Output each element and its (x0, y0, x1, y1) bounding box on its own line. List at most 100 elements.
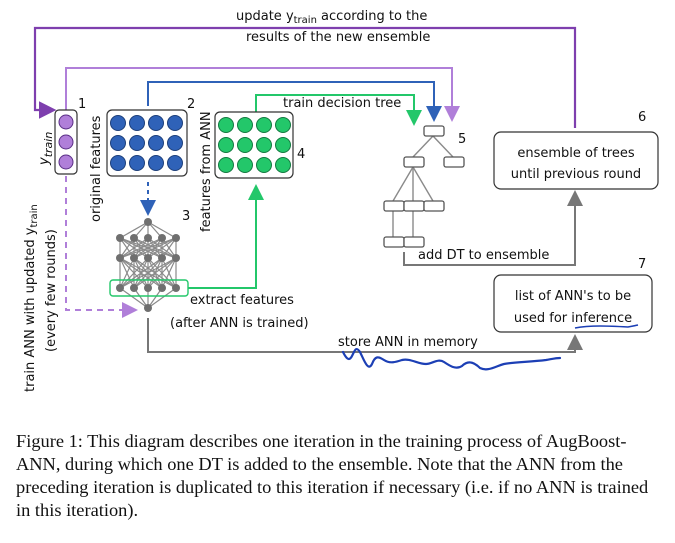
ann-connection (119, 221, 149, 239)
ann-neuron (172, 254, 180, 262)
original-features-grid (110, 115, 183, 171)
caption-text: Figure 1: This diagram describes one ite… (16, 431, 649, 520)
ann-connection (133, 257, 177, 289)
train-ann-sublabel: (every few rounds) (44, 229, 59, 352)
figure-caption: Figure 1: This diagram describes one ite… (16, 430, 666, 522)
ytrain-dot (58, 154, 74, 170)
ann-neuron (172, 284, 180, 292)
ann-feature-dot (275, 157, 291, 173)
ann-neuron (158, 284, 166, 292)
add-dt-label: add DT to ensemble (418, 248, 549, 263)
ann-connection (161, 237, 177, 259)
tree-node (403, 200, 425, 212)
store-ann-label: store ANN in memory (338, 335, 478, 350)
ensemble-box (493, 131, 659, 190)
ann-feature-dot (218, 157, 234, 173)
update-ytrain-arrow (33, 26, 577, 128)
add-dt-arrow (403, 190, 583, 266)
tree-node (383, 200, 405, 212)
ann-connection (119, 237, 163, 259)
features-from-ann-label: features from ANN (199, 111, 214, 232)
ann-neuron (144, 284, 152, 292)
ann-connection (133, 237, 177, 259)
extract-features-label: extract features (190, 293, 294, 308)
ann-feature-dot (275, 137, 291, 153)
feature-dot (110, 135, 126, 151)
ann-feature-dot (256, 117, 272, 133)
ann-feature-dot (237, 157, 253, 173)
tree-node (443, 156, 465, 168)
feature-dot (167, 135, 183, 151)
ann-connection (119, 257, 149, 289)
ann-neuron (130, 254, 138, 262)
neural-network (116, 218, 180, 312)
tree-node (423, 200, 445, 212)
ann-feature-dot (218, 117, 234, 133)
ann-list-box-line1: list of ANN's to be (515, 289, 631, 304)
update-ytrain-label-line2: results of the new ensemble (246, 30, 430, 45)
step-number-4: 4 (297, 147, 305, 162)
ann-features-matrix (214, 111, 294, 179)
ann-connection (119, 287, 149, 309)
train-tree-arrow (255, 94, 422, 126)
feature-dot (167, 115, 183, 131)
ann-connection (119, 257, 177, 289)
feature-dot (110, 155, 126, 171)
ensemble-box-line1: ensemble of trees (517, 146, 634, 161)
feature-dot (167, 155, 183, 171)
decision-tree (383, 125, 465, 248)
ann-connection (147, 287, 177, 309)
extract-features-arrow (188, 184, 264, 289)
ann-neuron (158, 254, 166, 262)
ann-feature-dot (237, 137, 253, 153)
feature-dot (129, 115, 145, 131)
ann-connection (147, 237, 177, 259)
features-to-tree-arrow (147, 81, 442, 122)
ann-connection (147, 221, 177, 239)
tree-node (383, 236, 405, 248)
step-number-2: 2 (187, 97, 195, 112)
original-features-matrix (106, 109, 188, 177)
tree-edge (392, 166, 414, 202)
step-number-1: 1 (78, 97, 86, 112)
step-number-5: 5 (458, 132, 466, 147)
ann-neuron (144, 234, 152, 242)
tree-edge (412, 166, 434, 202)
ann-connection (119, 237, 135, 259)
store-ann-arrow (147, 318, 583, 353)
step-number-6: 6 (638, 110, 646, 125)
feature-dot (110, 115, 126, 131)
ann-feature-dot (256, 137, 272, 153)
original-features-label: original features (89, 115, 104, 222)
update-ytrain-label: update ytrain according to the (236, 9, 427, 26)
ann-connection (119, 257, 135, 289)
ytrain-dot (58, 134, 74, 150)
ann-neuron (116, 234, 124, 242)
tree-edge (432, 135, 454, 158)
inference-underline (574, 324, 639, 329)
ann-neuron (130, 284, 138, 292)
ytrain-dot (58, 114, 74, 130)
ytrain-label: ytrain (37, 132, 55, 166)
step-number-3: 3 (182, 209, 190, 224)
ytrain-to-tree-arrow (65, 67, 460, 122)
ann-neuron (158, 234, 166, 242)
tree-edge (412, 135, 434, 158)
ann-feature-dot (275, 117, 291, 133)
ann-connection (119, 237, 149, 259)
ann-connection (133, 287, 149, 309)
handwritten-scribble (341, 347, 562, 371)
feature-dot (129, 155, 145, 171)
ann-connection (161, 257, 177, 289)
ann-neuron (116, 254, 124, 262)
ann-list-box-line2: used for inference (514, 311, 632, 326)
train-ann-arrow (65, 176, 138, 318)
feature-dot (148, 155, 164, 171)
ann-connection (119, 237, 177, 259)
tree-node (403, 236, 425, 248)
ann-feature-dot (218, 137, 234, 153)
step-number-7: 7 (638, 257, 646, 272)
ann-neuron (116, 284, 124, 292)
ensemble-box-line2: until previous round (511, 167, 641, 182)
extract-features-sublabel: (after ANN is trained) (170, 316, 309, 331)
